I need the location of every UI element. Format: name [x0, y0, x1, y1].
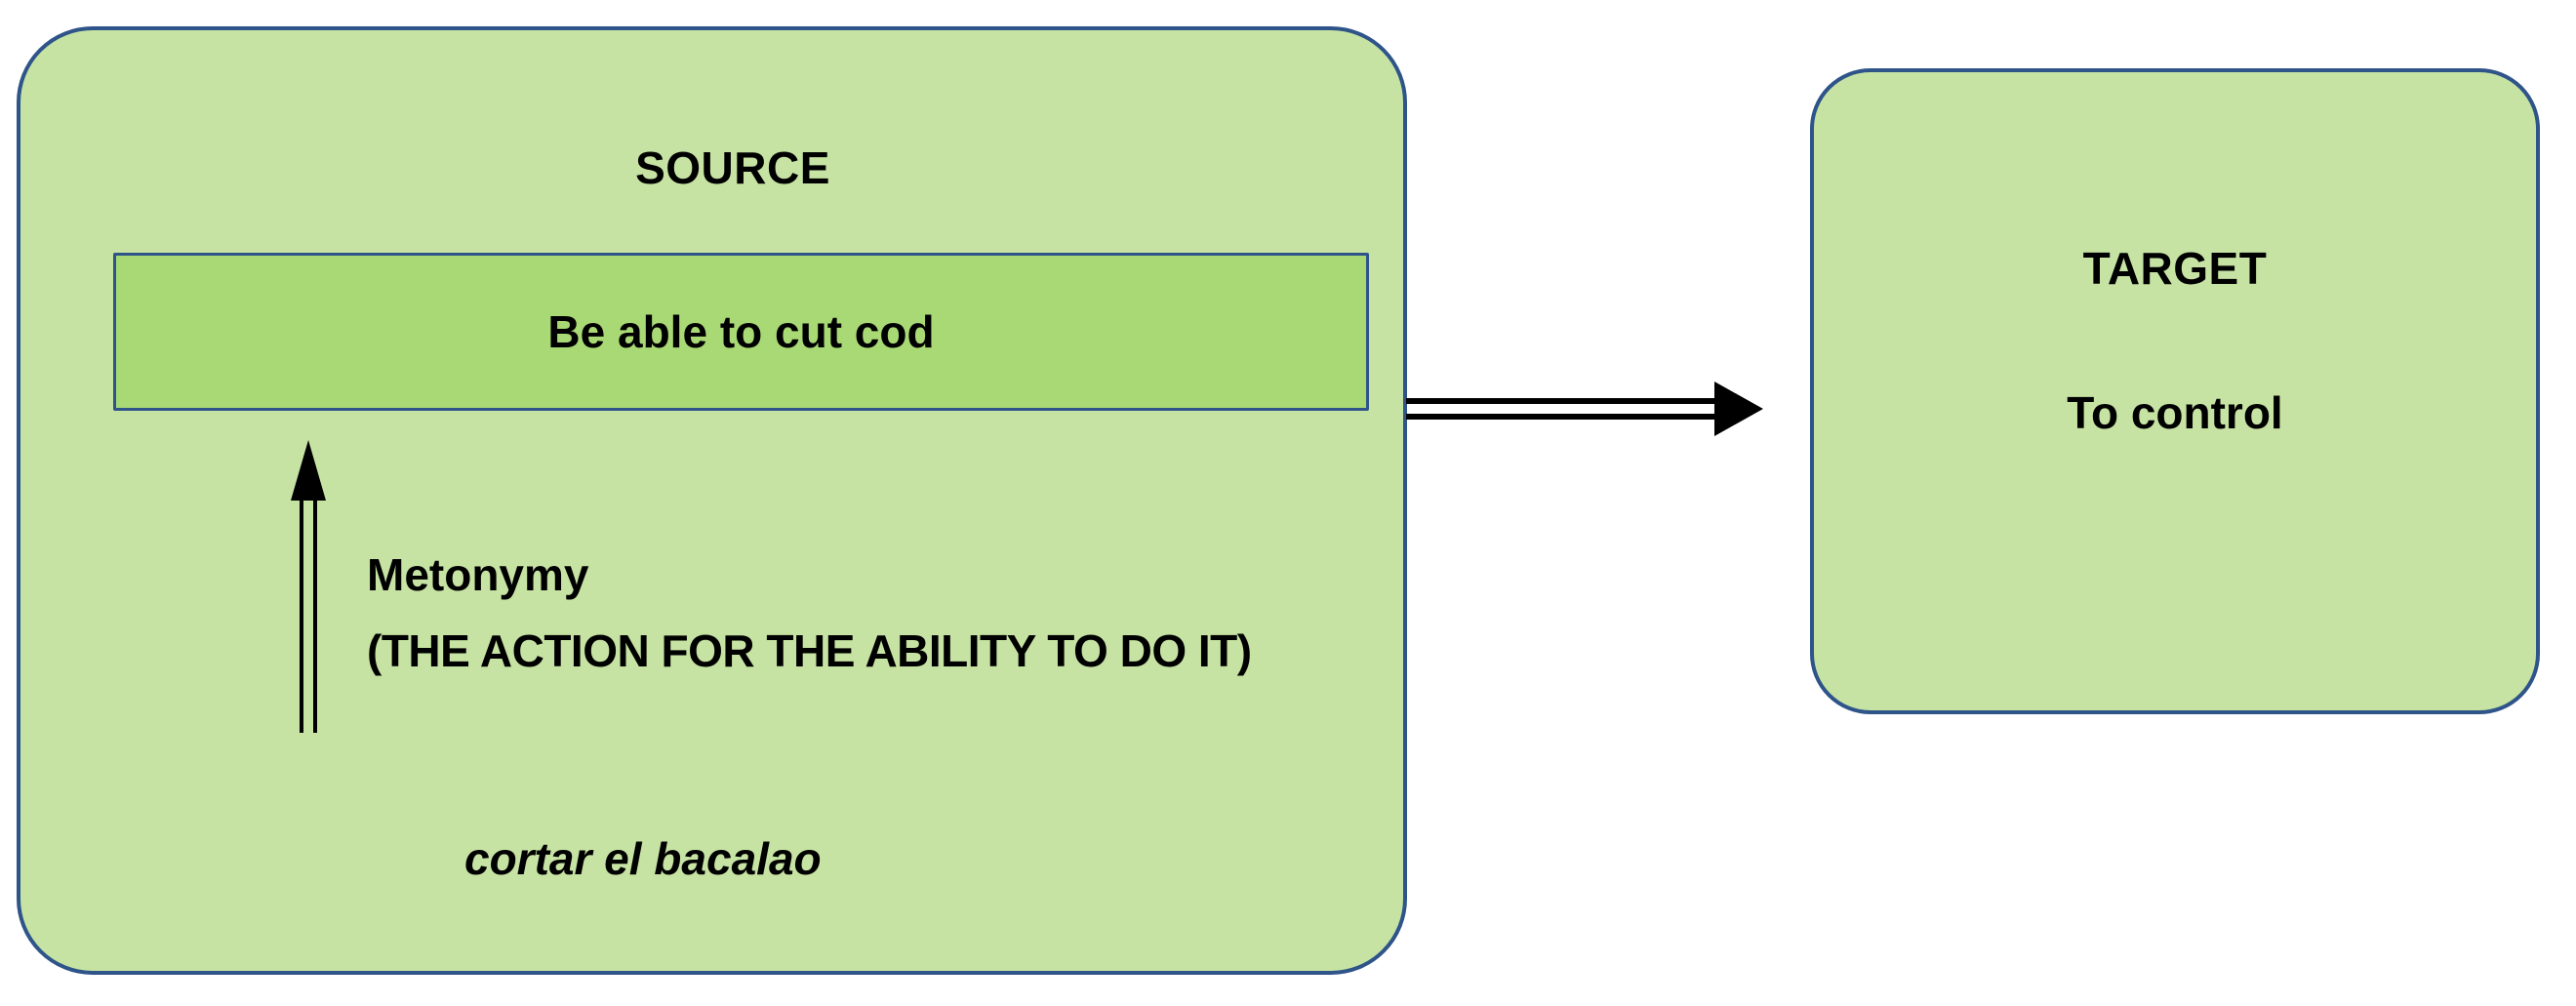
source-domain-box: Be able to cut cod Metonymy (THE ACTION …	[17, 26, 1407, 975]
source-concept-box: Be able to cut cod	[113, 253, 1369, 411]
target-concept-label: To control	[2067, 387, 2283, 438]
source-expression-label: cortar el bacalao	[464, 833, 822, 884]
source-domain-title: SOURCE	[635, 142, 830, 193]
metonymy-label: Metonymy	[367, 549, 589, 600]
target-domain-title: TARGET	[2082, 243, 2268, 294]
source-concept-label: Be able to cut cod	[547, 306, 935, 357]
metonymy-gloss-label: (THE ACTION FOR THE ABILITY TO DO IT)	[367, 625, 1252, 676]
metonymy-upward-arrow	[291, 440, 326, 733]
target-domain-box	[1810, 68, 2540, 714]
source-to-target-arrow	[1406, 382, 1763, 436]
